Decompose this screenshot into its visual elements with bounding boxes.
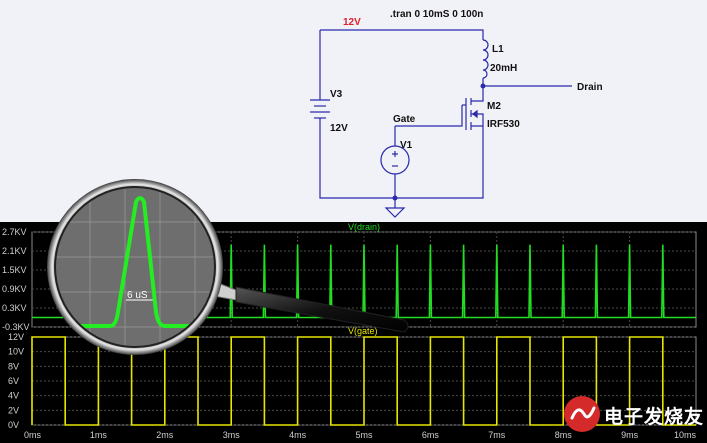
v3-battery-symbol[interactable]	[310, 96, 330, 126]
gate-y-tick-label: 8V	[8, 361, 19, 371]
schematic-wires	[319, 29, 572, 208]
l1-inductor-symbol[interactable]	[482, 39, 489, 79]
schematic-panel: .tran 0 10mS 0 100n 12V V3 12V L1 20mH D…	[0, 0, 707, 222]
gate-y-ticks: 12V 10V 8V 6V 4V 2V 0V	[8, 332, 24, 430]
supply-net-label[interactable]: 12V	[343, 17, 361, 28]
m2-mosfet-symbol[interactable]	[462, 96, 484, 130]
junction-dots	[392, 83, 486, 201]
l1-value[interactable]: 20mH	[490, 63, 517, 74]
watermark-text: 电子发烧友	[604, 406, 705, 428]
brand-icon	[564, 396, 600, 432]
drain-y-tick-label: 0.3KV	[2, 303, 27, 313]
m2-name[interactable]: M2	[487, 101, 501, 112]
x-tick-label: 2ms	[156, 430, 174, 440]
x-tick-label: 1ms	[90, 430, 108, 440]
v3-value[interactable]: 12V	[330, 123, 348, 134]
x-axis-ticks: 0ms 1ms 2ms 3ms 4ms 5ms 6ms 7ms 8ms 9ms 10ms	[24, 430, 696, 440]
drain-y-tick-label: 1.5KV	[2, 265, 27, 275]
x-tick-label: 6ms	[422, 430, 440, 440]
tran-directive[interactable]: .tran 0 10mS 0 100n	[390, 9, 483, 20]
drain-y-tick-label: 2.7KV	[2, 227, 27, 237]
x-tick-label: 5ms	[355, 430, 373, 440]
l1-name[interactable]: L1	[492, 44, 504, 55]
gate-y-tick-label: 12V	[8, 332, 24, 342]
gate-y-tick-label: 10V	[8, 347, 24, 357]
drain-y-ticks: 2.7KV 2.1KV 1.5KV 0.9KV 0.3KV -0.3KV	[2, 227, 30, 332]
drain-y-tick-label: 0.9KV	[2, 284, 27, 294]
gate-y-tick-label: 0V	[8, 420, 19, 430]
v1-name[interactable]: V1	[400, 140, 413, 151]
x-tick-label: 9ms	[621, 430, 639, 440]
gate-net-label[interactable]: Gate	[393, 114, 416, 125]
drain-trace[interactable]	[32, 244, 696, 319]
drain-trace-label[interactable]: V(drain)	[348, 222, 380, 232]
gate-y-tick-label: 6V	[8, 376, 19, 386]
x-tick-label: 0ms	[24, 430, 42, 440]
ground-symbol	[384, 207, 406, 218]
m2-value[interactable]: IRF530	[487, 119, 520, 130]
gate-trace-label[interactable]: V(gate)	[348, 326, 378, 336]
gate-trace[interactable]	[31, 336, 696, 426]
x-tick-label: 4ms	[289, 430, 307, 440]
x-tick-label: 10ms	[674, 430, 697, 440]
drain-pane[interactable]: 2.7KV 2.1KV 1.5KV 0.9KV 0.3KV -0.3KV V(drain)	[2, 222, 697, 332]
x-tick-label: 3ms	[223, 430, 241, 440]
gate-y-tick-label: 4V	[8, 391, 19, 401]
drain-y-tick-label: -0.3KV	[2, 322, 30, 332]
gate-y-tick-label: 2V	[8, 405, 19, 415]
schematic-canvas: .tran 0 10mS 0 100n 12V V3 12V L1 20mH D…	[310, 9, 603, 218]
watermark-logo: 电子发烧友	[560, 390, 703, 438]
drain-y-tick-label: 2.1KV	[2, 246, 27, 256]
v1-source-symbol[interactable]	[380, 145, 410, 175]
drain-net-label[interactable]: Drain	[577, 82, 603, 93]
x-tick-label: 8ms	[555, 430, 573, 440]
v3-name[interactable]: V3	[330, 89, 343, 100]
x-tick-label: 7ms	[488, 430, 506, 440]
